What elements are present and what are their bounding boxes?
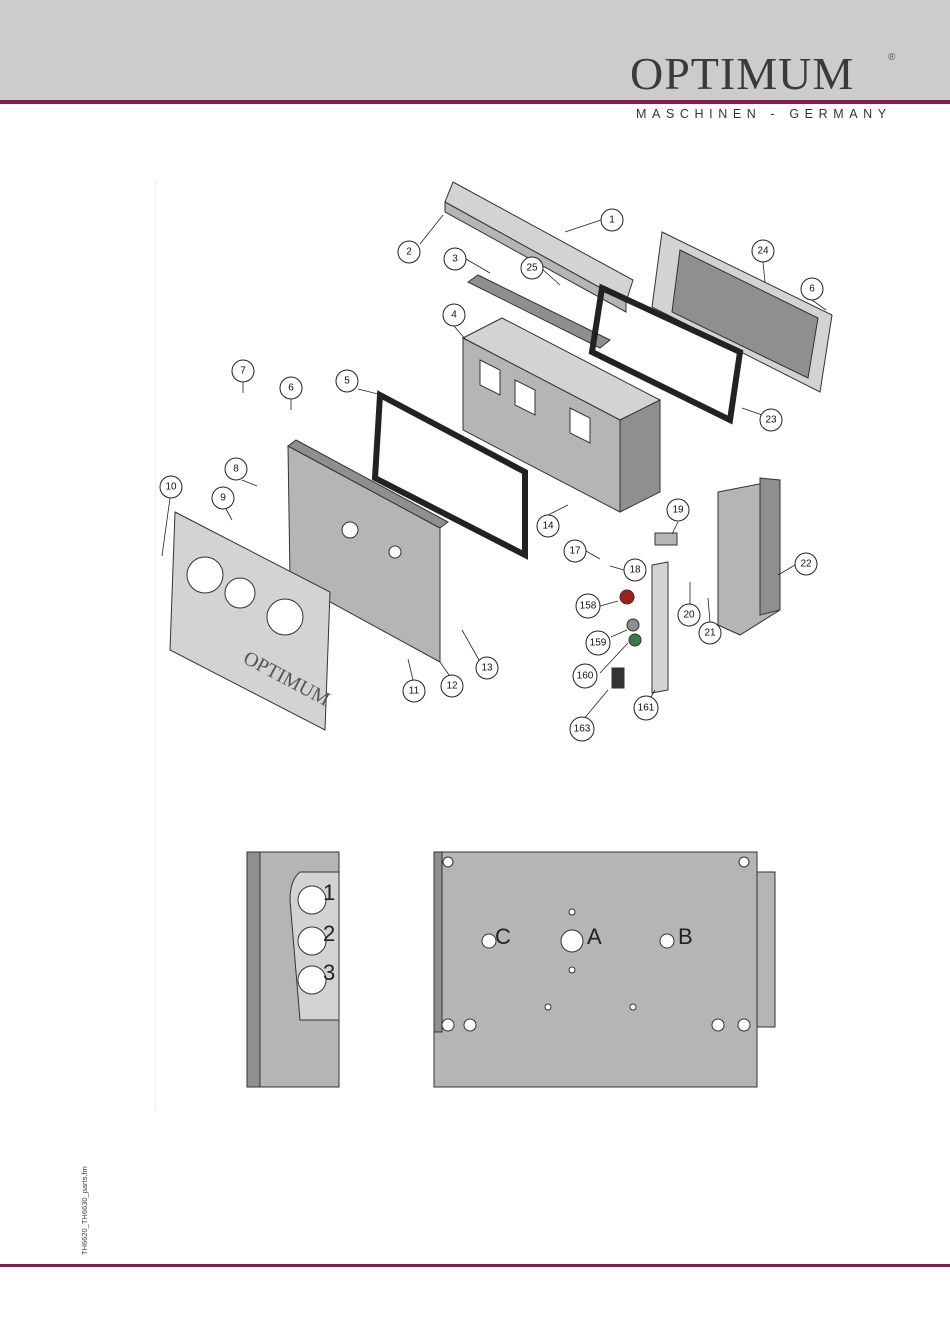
callout-9: 9	[212, 487, 234, 509]
svg-text:13: 13	[481, 663, 493, 674]
callout-12: 12	[441, 675, 463, 697]
callout-163: 163	[570, 717, 594, 741]
part-side-bracket	[718, 478, 780, 635]
callout-161: 161	[634, 696, 658, 720]
front-label-c: C	[495, 924, 511, 949]
svg-text:158: 158	[580, 601, 597, 612]
svg-text:4: 4	[451, 310, 457, 321]
svg-text:159: 159	[590, 638, 607, 649]
part-housing	[463, 318, 660, 512]
callout-19: 19	[667, 499, 689, 521]
callout-20: 20	[678, 604, 700, 626]
callout-4: 4	[443, 304, 465, 326]
svg-text:8: 8	[233, 464, 239, 475]
part-switch	[612, 668, 624, 688]
svg-text:14: 14	[542, 521, 554, 532]
callout-24: 24	[752, 240, 774, 262]
svg-text:161: 161	[638, 703, 655, 714]
svg-text:20: 20	[683, 610, 695, 621]
callout-10: 10	[160, 476, 182, 498]
part-green-lamp	[629, 634, 641, 646]
svg-text:3: 3	[452, 254, 458, 265]
svg-text:10: 10	[165, 482, 177, 493]
side-label-1: 1	[323, 880, 335, 905]
svg-text:1: 1	[609, 215, 615, 226]
callout-3: 3	[444, 248, 466, 270]
svg-text:163: 163	[574, 724, 591, 735]
callout-22: 22	[795, 553, 817, 575]
callout-14: 14	[537, 515, 559, 537]
svg-text:6: 6	[809, 284, 815, 295]
svg-text:23: 23	[765, 415, 777, 426]
callout-8: 8	[225, 458, 247, 480]
callout-160: 160	[573, 664, 597, 688]
front-label-a: A	[587, 924, 602, 949]
svg-text:9: 9	[220, 493, 226, 504]
part-black-button	[627, 619, 639, 631]
svg-text:7: 7	[240, 366, 246, 377]
front-label-b: B	[678, 924, 693, 949]
footer-filename: TH6620_TH6630_parts.fm	[80, 1166, 89, 1255]
svg-text:25: 25	[526, 263, 538, 274]
part-control-strip	[652, 562, 668, 693]
footer-accent-line	[0, 1264, 950, 1267]
callout-23: 23	[760, 409, 782, 431]
callout-1: 1	[601, 209, 623, 231]
callout-5: 5	[336, 370, 358, 392]
svg-text:5: 5	[344, 376, 350, 387]
side-label-3: 3	[323, 960, 335, 985]
callout-18: 18	[624, 559, 646, 581]
side-view: 1 2 3	[247, 852, 339, 1087]
part-red-button	[620, 590, 634, 604]
callout-17: 17	[564, 540, 586, 562]
svg-text:24: 24	[757, 246, 769, 257]
svg-text:18: 18	[629, 565, 641, 576]
callout-2: 2	[398, 241, 420, 263]
callout-6-right: 6	[801, 278, 823, 300]
svg-text:6: 6	[288, 383, 294, 394]
front-view: C A B	[434, 852, 775, 1087]
svg-text:22: 22	[800, 559, 812, 570]
svg-text:21: 21	[704, 628, 716, 639]
part-fitting	[655, 533, 677, 545]
callout-21: 21	[699, 622, 721, 644]
svg-text:19: 19	[672, 505, 684, 516]
svg-text:17: 17	[569, 546, 581, 557]
svg-text:12: 12	[446, 681, 458, 692]
callout-6-left: 6	[280, 377, 302, 399]
svg-text:2: 2	[406, 247, 412, 258]
callout-7: 7	[232, 360, 254, 382]
side-label-2: 2	[323, 921, 335, 946]
callout-13: 13	[476, 657, 498, 679]
part-rear-cover	[652, 232, 832, 392]
callout-11: 11	[403, 680, 425, 702]
callout-25: 25	[521, 257, 543, 279]
callout-158: 158	[576, 594, 600, 618]
svg-text:160: 160	[577, 671, 594, 682]
callout-159: 159	[586, 631, 610, 655]
svg-text:11: 11	[409, 686, 420, 697]
